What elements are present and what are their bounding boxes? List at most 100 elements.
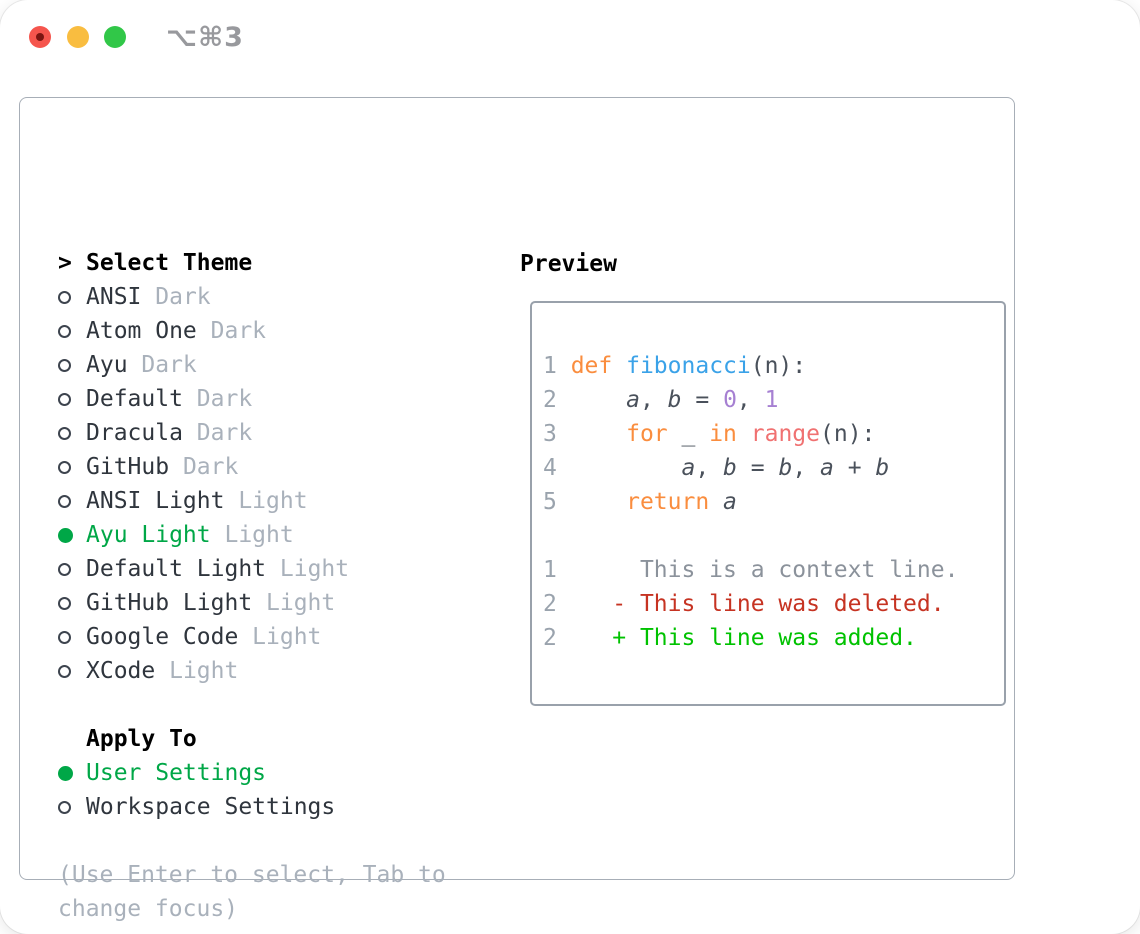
theme-option-atom-one[interactable]: Atom One Dark (58, 314, 478, 348)
radio-unselected-icon (58, 664, 86, 678)
theme-name: Default (86, 386, 197, 412)
token-fg: , (695, 455, 724, 481)
radio-unselected-icon (58, 460, 86, 474)
radio-unselected-icon (58, 494, 86, 508)
apply-option-label: Workspace Settings (86, 794, 336, 820)
circle-outline-icon (58, 290, 71, 304)
token-num: 1 (764, 387, 779, 413)
token-fg: + (833, 455, 876, 481)
window-title: ⌥⌘3 (166, 22, 244, 53)
token-fg (612, 353, 626, 379)
circle-outline-icon (58, 460, 71, 474)
token-num: 0 (723, 387, 737, 413)
token-v: b (778, 455, 793, 481)
theme-name: ANSI Light (86, 488, 239, 514)
token-v: b (723, 455, 737, 481)
token-ln: 1 (543, 557, 571, 583)
code-line: 5 return a (543, 485, 994, 519)
circle-outline-icon (58, 392, 71, 406)
theme-option-default[interactable]: Default Dark (58, 382, 478, 416)
close-button[interactable] (29, 26, 51, 48)
theme-name: Ayu (86, 352, 142, 378)
token-add: + This line was added. (570, 625, 917, 651)
code-line: 2 + This line was added. (543, 621, 994, 655)
filled-dot-icon (58, 527, 73, 543)
select-theme-header: > Select Theme (58, 246, 478, 280)
token-ln: 2 (543, 591, 571, 617)
theme-name: Ayu Light (86, 522, 225, 548)
radio-unselected-icon (58, 358, 86, 372)
theme-variant: Light (238, 488, 308, 514)
token-fg: , (792, 455, 821, 481)
apply-option-user-settings[interactable]: User Settings (58, 756, 478, 790)
token-fg (571, 421, 626, 447)
token-v: a (723, 489, 737, 515)
keyboard-hint: (Use Enter to select, Tab to change focu… (58, 862, 446, 922)
token-v: a (820, 455, 834, 481)
apply-option-workspace-settings[interactable]: Workspace Settings (58, 790, 478, 824)
spacer (58, 824, 478, 858)
token-ln: 4 (543, 455, 571, 481)
token-kw: in (709, 421, 737, 447)
circle-outline-icon (58, 630, 71, 644)
circle-outline-icon (58, 358, 71, 372)
code-line: 3 for _ in range(n): (543, 417, 994, 451)
radio-selected-icon (58, 765, 86, 781)
token-ln: 2 (543, 625, 571, 651)
token-fg (709, 489, 723, 515)
token-ln: 5 (543, 489, 571, 515)
select-theme-title: Select Theme (86, 250, 253, 276)
close-modified-dot-icon (36, 33, 44, 41)
theme-option-default-light[interactable]: Default Light Light (58, 552, 478, 586)
token-v: a (681, 455, 696, 481)
token-fn: fibonacci (626, 353, 751, 379)
token-kw: for (626, 421, 668, 447)
theme-name: Atom One (86, 318, 211, 344)
token-v: b (667, 387, 682, 413)
token-ln: 2 (543, 387, 571, 413)
theme-option-github[interactable]: GitHub Dark (58, 450, 478, 484)
caret-icon: > (58, 250, 72, 276)
token-fg: , (736, 387, 765, 413)
theme-option-xcode[interactable]: XCode Light (58, 654, 478, 688)
radio-unselected-icon (58, 596, 86, 610)
theme-variant: Dark (141, 352, 197, 378)
token-fg: (n): (750, 353, 807, 379)
radio-unselected-icon (58, 290, 86, 304)
spacer (58, 688, 478, 722)
circle-outline-icon (58, 494, 71, 508)
token-del: - This line was deleted. (570, 591, 945, 617)
theme-variant: Dark (182, 454, 239, 480)
token-kw: return (626, 489, 710, 515)
theme-option-ansi-light[interactable]: ANSI Light Light (58, 484, 478, 518)
token-v: a (626, 387, 640, 413)
circle-outline-icon (58, 324, 71, 338)
radio-unselected-icon (58, 392, 86, 406)
zoom-button[interactable] (104, 26, 126, 48)
token-kw: def (570, 353, 613, 379)
code-line: 1 This is a context line. (543, 553, 994, 587)
token-fg: _ (667, 421, 710, 447)
circle-outline-icon (58, 664, 71, 678)
theme-option-dracula[interactable]: Dracula Dark (58, 416, 478, 450)
minimize-button[interactable] (67, 26, 89, 48)
theme-option-ayu[interactable]: Ayu Dark (58, 348, 478, 382)
apply-to-title: Apply To (86, 726, 197, 752)
radio-unselected-icon (58, 800, 86, 814)
token-fg: (n): (820, 421, 876, 447)
token-v: b (875, 455, 890, 481)
token-fg (571, 489, 626, 515)
token-ln: 3 (543, 421, 571, 447)
theme-option-google-code[interactable]: Google Code Light (58, 620, 478, 654)
theme-option-ansi[interactable]: ANSI Dark (58, 280, 478, 314)
theme-option-github-light[interactable]: GitHub Light Light (58, 586, 478, 620)
theme-name: Default Light (86, 556, 280, 582)
theme-name: GitHub Light (86, 590, 267, 616)
theme-variant: Light (266, 590, 336, 616)
theme-option-ayu-light[interactable]: Ayu Light Light (58, 518, 478, 552)
